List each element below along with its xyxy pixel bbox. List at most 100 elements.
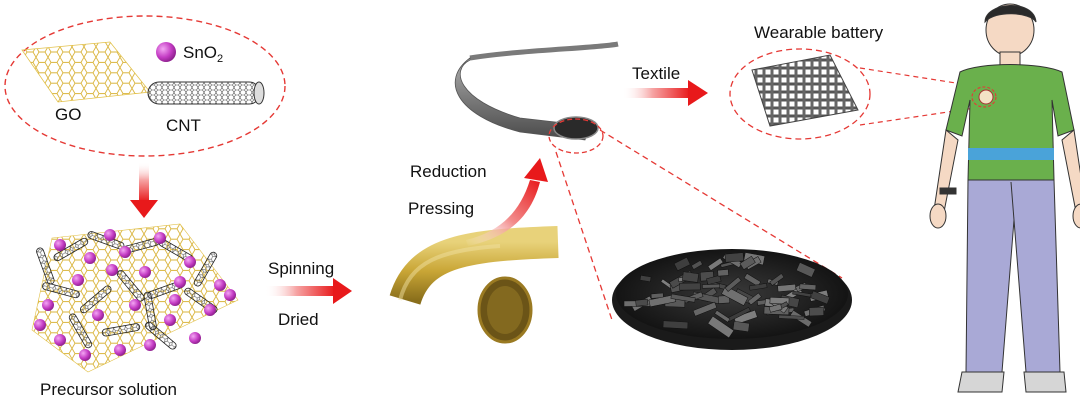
cnt-rod bbox=[79, 285, 112, 314]
sno2-particle bbox=[54, 334, 66, 346]
graphene-flake bbox=[792, 290, 812, 298]
graphene-flake bbox=[706, 274, 722, 286]
sno2-label-main: SnO bbox=[183, 43, 217, 62]
graphene-flake bbox=[670, 293, 696, 303]
sno2-particle bbox=[54, 239, 66, 251]
sno2-particle bbox=[119, 246, 131, 258]
graphene-flake bbox=[749, 283, 768, 291]
graphene-flake bbox=[747, 292, 762, 306]
go-label: GO bbox=[55, 105, 81, 124]
sno2-label-sub: 2 bbox=[217, 53, 223, 65]
sno2-particle bbox=[214, 279, 226, 291]
down-arrow bbox=[130, 162, 158, 218]
graphene-flake bbox=[724, 252, 744, 263]
materials-dashed-ellipse bbox=[4, 15, 286, 157]
graphene-flake bbox=[714, 309, 731, 323]
graphene-flake bbox=[691, 260, 703, 270]
reduction-label: Reduction bbox=[410, 162, 487, 181]
sno2-particle bbox=[189, 332, 201, 344]
graphene-flake bbox=[799, 283, 817, 291]
graphene-flakes bbox=[623, 252, 831, 339]
reduction-arrow bbox=[466, 158, 548, 246]
graphene-flake bbox=[795, 262, 816, 278]
graphene-flake bbox=[778, 314, 805, 320]
sno2-particle bbox=[139, 266, 151, 278]
graphene-flake bbox=[707, 257, 724, 271]
battery-patch bbox=[978, 89, 994, 105]
textile-mesh bbox=[751, 54, 859, 127]
textile-arrow bbox=[622, 80, 708, 106]
go-sheet bbox=[21, 41, 151, 103]
sno2-particle bbox=[34, 319, 46, 331]
graphene-flake bbox=[702, 283, 721, 289]
cnt-tube bbox=[147, 81, 265, 105]
sno2-particle bbox=[114, 344, 126, 356]
precursor-composite bbox=[31, 223, 239, 373]
graphene-flake bbox=[808, 306, 825, 317]
graphene-flake bbox=[810, 290, 831, 305]
sno2-particle bbox=[104, 229, 116, 241]
cnt-rod bbox=[68, 313, 93, 349]
sno2-particle bbox=[184, 256, 196, 268]
pressing-label: Pressing bbox=[408, 199, 474, 218]
graphene-flake bbox=[724, 276, 742, 292]
wearable-label: Wearable battery bbox=[754, 23, 884, 42]
person-figure bbox=[929, 3, 1080, 393]
sno2-particle bbox=[154, 232, 166, 244]
cnt-rod bbox=[42, 282, 80, 299]
cnt-rod bbox=[143, 291, 157, 331]
sno2-particle bbox=[144, 339, 156, 351]
spinning-label: Spinning bbox=[268, 259, 334, 278]
sno2-sphere bbox=[156, 42, 176, 62]
cnt-rod bbox=[116, 269, 145, 302]
graphene-flake bbox=[639, 274, 652, 283]
textile-dashed-ellipse bbox=[729, 48, 871, 140]
sno2-dots bbox=[34, 229, 236, 361]
cnt-rods bbox=[36, 231, 218, 350]
graphene-flake bbox=[769, 273, 785, 286]
sno2-particle bbox=[84, 252, 96, 264]
sno2-particle bbox=[164, 314, 176, 326]
sno2-particle bbox=[106, 264, 118, 276]
sno2-particle bbox=[92, 309, 104, 321]
cnt-rod bbox=[53, 237, 89, 262]
zoom-dashed-ellipse bbox=[548, 118, 604, 154]
graphene-flake bbox=[717, 269, 729, 277]
graphene-flake bbox=[662, 320, 689, 330]
graphene-flake bbox=[692, 301, 718, 317]
sno2-particle bbox=[129, 299, 141, 311]
sno2-particle bbox=[72, 274, 84, 286]
cnt-rod bbox=[193, 251, 218, 287]
cnt-rod bbox=[36, 247, 55, 285]
dish-cross-section bbox=[612, 249, 852, 350]
graphene-flake bbox=[635, 298, 649, 307]
sno2-particle bbox=[224, 289, 236, 301]
graphene-flake bbox=[679, 282, 701, 291]
spinning-arrow bbox=[265, 278, 352, 304]
gray-fiber bbox=[454, 41, 619, 154]
zoom-lines bbox=[555, 129, 843, 321]
sno2-particle bbox=[169, 294, 181, 306]
graphene-flake bbox=[768, 303, 783, 313]
cnt-rod bbox=[101, 323, 141, 337]
precursor-label: Precursor solution bbox=[40, 380, 177, 399]
sno2-label: SnO2 bbox=[183, 43, 223, 65]
graphene-flake bbox=[717, 295, 730, 304]
sno2-particle bbox=[204, 304, 216, 316]
graphene-flake bbox=[681, 271, 699, 283]
dried-label: Dried bbox=[278, 310, 319, 329]
sno2-particle bbox=[174, 276, 186, 288]
gold-fiber-body bbox=[395, 242, 560, 290]
textile-label: Textile bbox=[632, 64, 680, 83]
graphene-flake bbox=[707, 315, 735, 339]
graphene-flake bbox=[769, 296, 790, 305]
textile-zoom-lines bbox=[859, 67, 976, 126]
materials-group bbox=[4, 15, 286, 157]
sno2-particle bbox=[79, 349, 91, 361]
graphene-flake bbox=[739, 255, 756, 270]
graphene-flake bbox=[673, 256, 691, 272]
gold-fiber bbox=[389, 226, 559, 344]
graphene-flake bbox=[732, 320, 750, 333]
cnt-label: CNT bbox=[166, 116, 201, 135]
